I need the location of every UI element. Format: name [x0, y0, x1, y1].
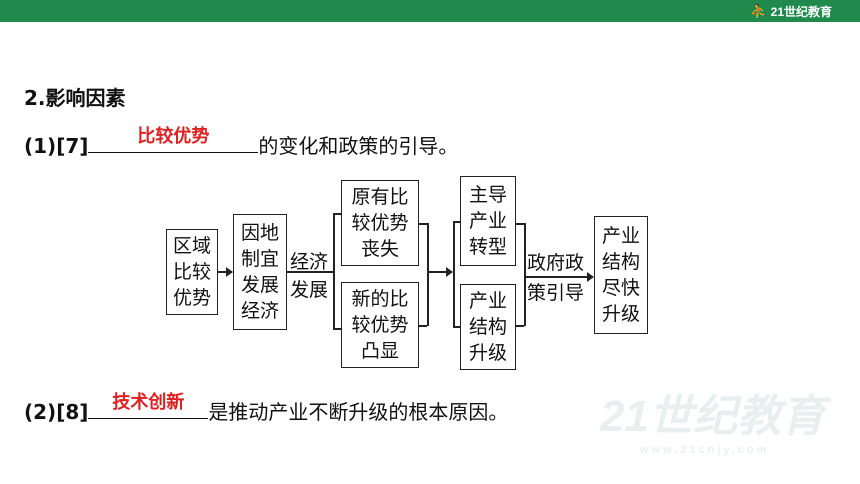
answer-blank-2: 技术创新: [88, 392, 209, 419]
watermark: 21世纪教育 www.21cnjy.com: [600, 392, 825, 456]
box-regional-advantage: 区域比较优势: [166, 229, 218, 315]
runner-icon: ⛹: [750, 2, 768, 19]
merge2-bottom: [516, 325, 524, 327]
question-1: (1)[7] 比较优势 的变化和政策的引导。: [24, 126, 459, 159]
arrowhead-3: [587, 272, 594, 282]
arrow-2: [427, 271, 449, 273]
question-1-text: 的变化和政策的引导。: [258, 134, 459, 158]
merge2-top: [516, 223, 524, 225]
connector-econ: [287, 271, 333, 273]
label-economic-development: 经济 发展: [290, 251, 329, 301]
merge-bottom: [419, 325, 427, 327]
arrowhead-2: [446, 267, 453, 277]
answer-1: 比较优势: [137, 126, 210, 147]
box-new-advantage: 新的比较优势凸显: [341, 282, 419, 368]
box-leading-industry: 主导产业转型: [460, 176, 516, 266]
question-1-label: (1)[7]: [24, 134, 89, 158]
answer-2: 技术创新: [112, 392, 185, 413]
question-2-text: 是推动产业不断升级的根本原因。: [208, 400, 509, 424]
question-2-label: (2)[8]: [24, 400, 89, 424]
box-structure-upgrade: 产业结构尽快升级: [594, 216, 648, 334]
section-heading: 2.影响因素: [24, 86, 126, 110]
box-original-advantage-lost: 原有比较优势丧失: [341, 180, 419, 266]
box-industrial-structure: 产业结构升级: [460, 284, 516, 370]
merge-right: [427, 223, 429, 326]
merge2-right: [524, 223, 526, 326]
brace2-top: [453, 221, 460, 223]
box-local-development: 因地制宜发展经济: [233, 214, 287, 330]
brace2-left: [453, 221, 455, 327]
brand-logo: ⛹ 21世纪教育: [750, 2, 832, 20]
brace-bottom: [333, 328, 341, 330]
brace2-bottom: [453, 326, 460, 328]
label-government-policy: 政府政 策引导: [527, 252, 585, 304]
header-bar: ⛹ 21世纪教育: [0, 0, 860, 22]
question-2: (2)[8] 技术创新 是推动产业不断升级的根本原因。: [24, 392, 509, 425]
brand-logo-text: 21世纪教育: [770, 4, 832, 19]
arrowhead-1: [226, 267, 233, 277]
brace-left: [333, 213, 335, 329]
answer-blank-1: 比较优势: [88, 126, 259, 153]
arrow-1: [218, 271, 232, 273]
brace-top: [333, 213, 341, 215]
arrow-3: [524, 276, 592, 278]
merge-top: [419, 223, 427, 225]
